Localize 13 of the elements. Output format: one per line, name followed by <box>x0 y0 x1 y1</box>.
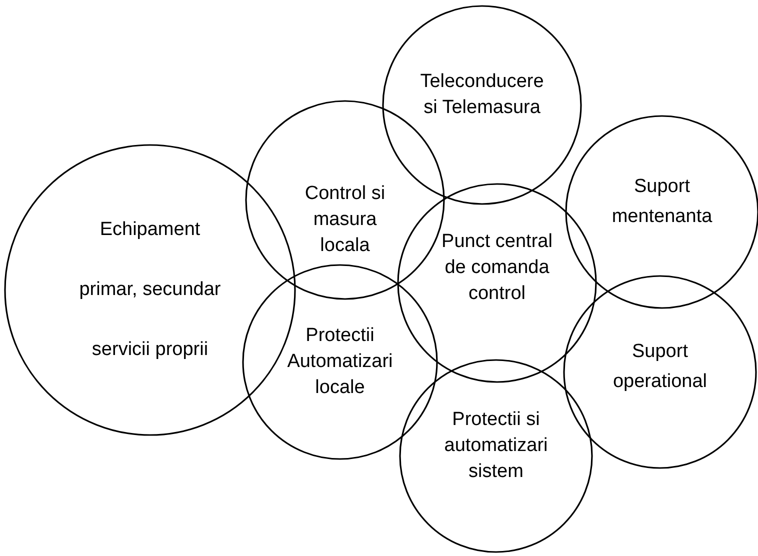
node-label: Suport operational <box>612 340 708 394</box>
node-label: Punct central de comanda control <box>440 230 554 306</box>
circle-node <box>397 183 597 383</box>
circle-node <box>242 264 438 460</box>
node-label: Protectii si automatizari sistem <box>443 408 549 484</box>
circle-node <box>563 275 757 469</box>
node-label: Suport mentenanta <box>610 175 714 229</box>
node-label: Protectii Automatizari locale <box>286 324 394 400</box>
node-label: Teleconducere si Telemasura <box>419 70 545 120</box>
node-label: Control si masura locala <box>304 182 386 258</box>
circle-node <box>399 359 593 553</box>
circle-node <box>382 5 582 205</box>
node-label: Echipament primar, secundar servicii proprii <box>78 218 222 362</box>
